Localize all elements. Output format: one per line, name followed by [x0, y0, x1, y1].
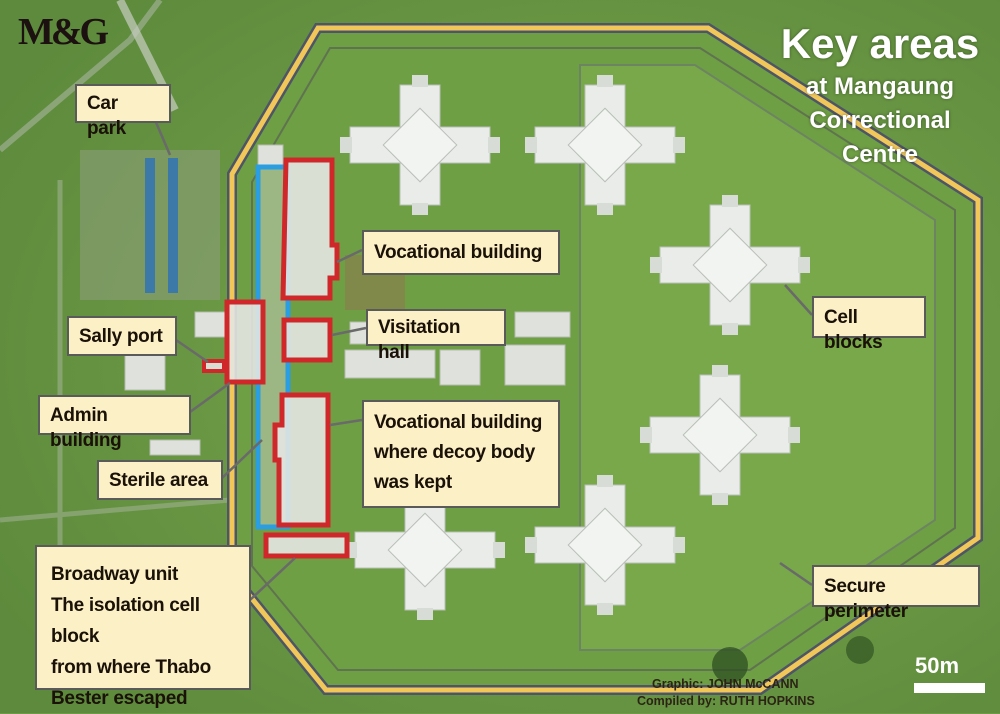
label-cell-blocks: Cell blocks — [812, 296, 926, 353]
label-visitation-hall: Visitation hall — [366, 309, 506, 363]
label-vocational-building: Vocational building — [362, 230, 560, 275]
label-text: The isolation cell block — [51, 595, 200, 647]
title-line-2: at Mangaung — [806, 73, 954, 100]
label-text: Vocational building — [374, 242, 543, 263]
label-sally-port: Sally port — [67, 316, 177, 356]
scale-label: 50m — [915, 653, 960, 678]
label-secure-perimeter: Secure perimeter — [812, 565, 980, 622]
label-text: Secure perimeter — [824, 576, 908, 622]
label-text: Car park — [87, 93, 126, 139]
credit-compiled: Compiled by: RUTH HOPKINS — [637, 694, 815, 708]
label-car-park: Car park — [75, 84, 171, 139]
label-text: was kept — [374, 472, 452, 493]
title-line-3: Correctional — [809, 107, 951, 134]
mg-logo: M&G — [18, 10, 109, 54]
label-text: Sterile area — [109, 470, 208, 491]
map-title: Key areas at Mangaung Correctional Centr… — [770, 18, 990, 172]
road — [0, 0, 163, 153]
label-text: Bester escaped — [51, 688, 188, 709]
vocational-building-outline — [280, 157, 340, 301]
title-line-1: Key areas — [780, 20, 980, 67]
broadway-unit-outline — [263, 532, 350, 559]
title-line-4: Centre — [841, 141, 919, 168]
decoy-building-outline — [272, 392, 331, 528]
visitation-hall-outline — [281, 317, 333, 363]
logo-text: M&G — [18, 11, 109, 53]
label-text: Visitation hall — [378, 317, 461, 363]
leader-lines — [153, 119, 813, 601]
label-text: Admin building — [50, 405, 122, 451]
label-text: from where Thabo — [51, 657, 211, 678]
label-text: Vocational building — [374, 412, 543, 433]
sally-port-outline — [224, 299, 266, 385]
label-text: where decoy body — [374, 442, 535, 463]
label-text: Cell blocks — [824, 307, 883, 353]
scale-bar — [914, 683, 985, 693]
label-broadway-unit: Broadway unit The isolation cell block f… — [35, 545, 251, 709]
label-text: Sally port — [79, 326, 163, 347]
label-admin-building: Admin building — [38, 395, 191, 451]
label-sterile-area: Sterile area — [97, 460, 223, 500]
car-park-area — [80, 150, 220, 300]
label-heading: Broadway unit — [51, 564, 179, 585]
label-decoy-building: Vocational building where decoy body was… — [362, 400, 560, 508]
credit-graphic: Graphic: JOHN McCANN — [652, 677, 799, 691]
